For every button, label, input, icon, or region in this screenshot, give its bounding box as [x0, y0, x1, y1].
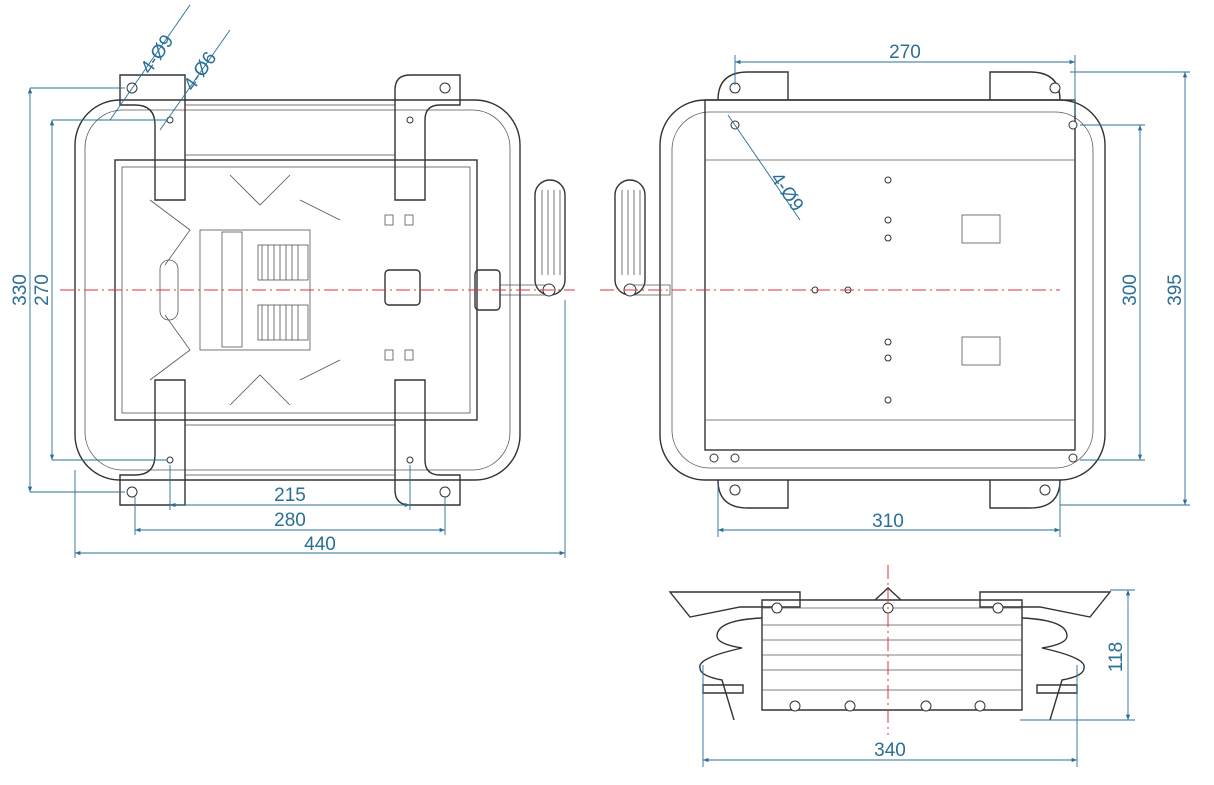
dim-300: 300	[1120, 274, 1141, 306]
plate-holes	[709, 82, 1078, 496]
label-4-holes-6: 4-Ø6	[180, 48, 221, 95]
dim-340: 340	[874, 740, 906, 761]
dim-215: 215	[274, 485, 306, 506]
dim-270-top: 270	[889, 42, 921, 63]
dim-270-left: 270	[32, 274, 53, 306]
side-view: 118 340	[668, 565, 1135, 767]
dim-310: 310	[872, 511, 904, 532]
side-dimensions: 118 340	[702, 589, 1135, 767]
top-plate	[704, 99, 1076, 451]
side-holes	[771, 602, 1004, 712]
adjustment-handle-right	[614, 179, 671, 297]
label-4-holes-9-right: 4-Ø9	[766, 169, 807, 216]
dim-118: 118	[1106, 642, 1127, 672]
dim-280: 280	[274, 510, 306, 531]
left-view: 330 270 215 280 440 4-Ø9 4-Ø6	[10, 4, 575, 558]
dim-440: 440	[304, 534, 336, 555]
dim-395: 395	[1165, 274, 1186, 306]
dim-330: 330	[10, 274, 31, 306]
label-4-holes-9: 4-Ø9	[137, 31, 178, 78]
right-view: 270 300 395 310 4-Ø9	[600, 42, 1190, 537]
